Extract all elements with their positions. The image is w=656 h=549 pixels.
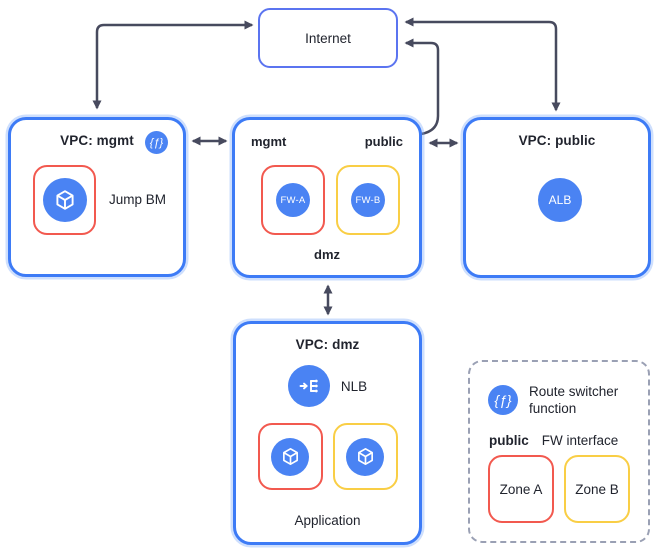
vpc-public-title: VPC: public: [518, 133, 596, 148]
legend-zone-b: Zone B: [564, 455, 630, 523]
arrow-internet-vpc-public: [404, 17, 561, 112]
vpc-public-box: VPC: public ALB: [463, 117, 651, 278]
compute-instance-icon: [346, 437, 384, 476]
internet-node: Internet: [258, 8, 398, 68]
compute-instance-icon: [42, 178, 87, 222]
app-zone-a-frame: [257, 423, 323, 490]
load-balancer-icon: [287, 365, 330, 407]
fw-b-node: FW-B: [351, 183, 385, 217]
fw-b-zone-b-frame: FW-B: [336, 165, 400, 235]
legend-box: {ƒ} Route switcher function public FW int…: [468, 360, 650, 543]
legend-zone-a: Zone A: [488, 455, 554, 523]
application-label: Application: [294, 513, 361, 528]
legend-fw-interface-row: public FW interface: [489, 433, 648, 448]
legend-fw-interface-label: FW interface: [541, 433, 619, 448]
nlb-label: NLB: [340, 378, 368, 394]
legend-zones-row: Zone A Zone B: [488, 455, 630, 523]
function-icon: {ƒ}: [488, 385, 518, 415]
fw-a-zone-a-frame: FW-A: [261, 165, 325, 235]
arrow-internet-vpc-mgmt: [92, 20, 254, 110]
function-icon: {ƒ}: [145, 131, 168, 154]
compute-instance-icon: [271, 437, 309, 476]
fw-a-node: FW-A: [276, 183, 310, 217]
application-instances: [236, 423, 419, 490]
vpc-mgmt-title: VPC: mgmt: [60, 133, 134, 148]
public-subnet-label: public: [364, 134, 403, 149]
route-switcher-label: Route switcher function: [529, 384, 619, 416]
vpc-dmz-title: VPC: dmz: [295, 337, 360, 352]
alb-node: ALB: [538, 178, 582, 222]
vpc-mgmt-box: VPC: mgmt {ƒ} Jump BM: [8, 117, 186, 277]
firewall-subnets-box: mgmt public dmz FW-A FW-B: [232, 117, 422, 278]
dmz-subnet-label: dmz: [314, 247, 340, 262]
jump-bm-zone-a-frame: [33, 165, 96, 235]
nlb-row: NLB: [236, 365, 419, 407]
mgmt-subnet-label: mgmt: [251, 134, 287, 149]
legend-public-label: public: [489, 433, 529, 448]
vpc-dmz-box: VPC: dmz: [233, 321, 422, 545]
jump-bm-label: Jump BM: [109, 192, 167, 207]
legend-route-switcher-row: {ƒ} Route switcher function: [488, 383, 636, 417]
internet-label: Internet: [305, 30, 351, 46]
app-zone-b-frame: [332, 423, 398, 490]
